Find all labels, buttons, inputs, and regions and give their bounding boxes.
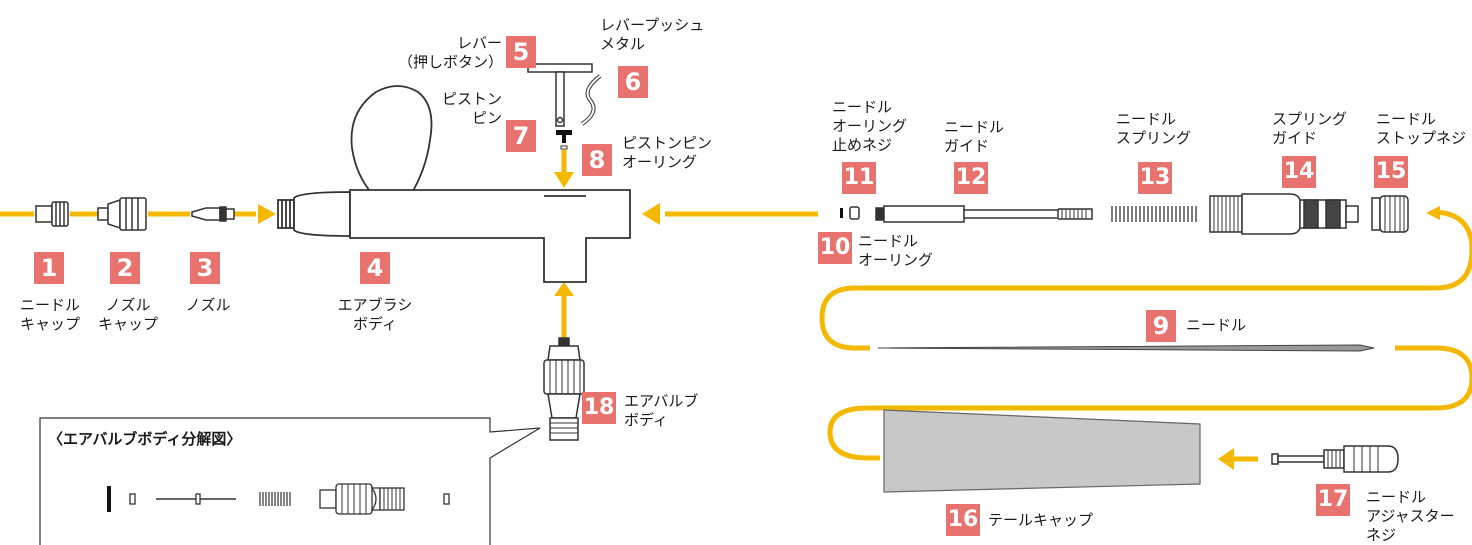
part-label: レバー （押しボタン） xyxy=(398,34,504,71)
lever-part xyxy=(527,63,593,127)
part-number-badge: 3 xyxy=(190,252,220,284)
part-number-badge: 14 xyxy=(1282,156,1316,188)
part-label: ニードル ガイド xyxy=(944,118,1005,155)
piston-pin-oring-part xyxy=(560,145,568,150)
part-label: ニードル オーリング xyxy=(858,232,934,269)
part-number-badge: 15 xyxy=(1374,156,1408,188)
part-number-badge: 2 xyxy=(110,252,140,284)
part-number-badge: 12 xyxy=(954,162,988,194)
nozzle-part xyxy=(191,206,235,222)
piston-pin-part xyxy=(556,130,572,143)
part-label: エアブラシ ボディ xyxy=(337,296,413,333)
part-number-badge: 9 xyxy=(1146,310,1176,342)
spring-guide-part xyxy=(1209,193,1359,235)
part-label: ニードル アジャスター ネジ xyxy=(1366,488,1455,544)
part-label: ノズル キャップ xyxy=(97,296,158,333)
part-label: ニードル ストップネジ xyxy=(1376,110,1467,147)
part-number-badge: 8 xyxy=(582,144,612,176)
part-number-badge: 13 xyxy=(1138,162,1172,194)
inset-callout-frame xyxy=(39,417,541,545)
needle-guide-part xyxy=(875,205,1093,223)
part-number-badge: 4 xyxy=(360,252,390,284)
part-label: ピストンピン オーリング xyxy=(622,134,713,171)
inset-parts xyxy=(107,483,450,515)
part-label: ピストン ピン xyxy=(441,90,502,127)
part-label: ニードル スプリング xyxy=(1116,110,1192,147)
part-label: ニードル xyxy=(1186,316,1247,334)
part-label: テールキャップ xyxy=(988,511,1094,529)
needle-oring-screw-part xyxy=(849,206,860,220)
needle-cap-part xyxy=(35,201,69,227)
part-number-badge: 11 xyxy=(842,162,876,194)
part-number-badge: 7 xyxy=(506,120,536,152)
part-label: ニードル キャップ xyxy=(19,296,80,333)
part-number-badge: 18 xyxy=(582,392,616,424)
tail-cap-part xyxy=(883,409,1201,493)
part-number-badge: 6 xyxy=(618,66,648,98)
needle-stop-screw-part xyxy=(1371,195,1409,233)
nozzle-cap-part xyxy=(97,197,147,231)
part-number-badge: 17 xyxy=(1316,484,1350,516)
needle-part xyxy=(877,344,1375,352)
part-number-badge: 10 xyxy=(818,232,852,264)
needle-spring-part xyxy=(1111,206,1197,222)
part-label: ノズル xyxy=(185,296,231,314)
part-number-badge: 1 xyxy=(34,252,64,284)
needle-oring-part xyxy=(840,208,843,218)
part-number-badge: 5 xyxy=(506,36,536,68)
part-label: レバープッシュ メタル xyxy=(600,16,705,53)
part-number-badge: 16 xyxy=(946,504,980,536)
part-label: スプリング ガイド xyxy=(1272,110,1348,147)
part-label: エアバルブ ボディ xyxy=(624,392,699,429)
inset-title: 〈エアバルブボディ分解図〉 xyxy=(48,430,242,448)
air-valve-body-part xyxy=(543,337,585,441)
airbrush-body-part xyxy=(277,85,631,283)
needle-adjuster-part xyxy=(1271,445,1399,473)
part-label: ニードル オーリング 止めネジ xyxy=(832,98,908,154)
